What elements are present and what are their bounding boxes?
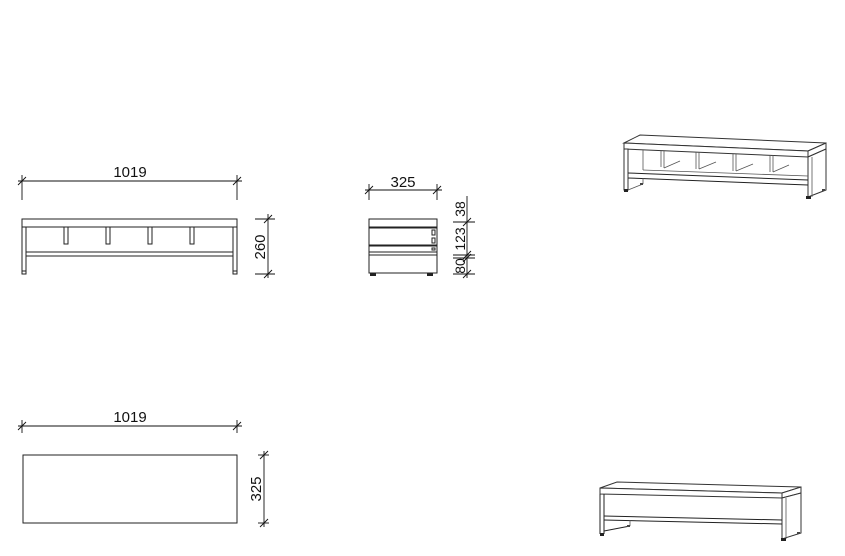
side-height-dimensions: 38 123 80 — [452, 196, 475, 279]
top-depth-label: 325 — [248, 476, 265, 501]
front-perspective-view — [622, 134, 827, 199]
top-width-label: 1019 — [113, 409, 146, 426]
front-view: 1019 260 — [17, 164, 275, 279]
top-depth-dimension: 325 — [248, 450, 269, 528]
side-view: 325 38 123 80 — [364, 174, 475, 279]
top-view: 1019 325 — [17, 409, 269, 528]
side-middle-label: 123 — [452, 227, 468, 251]
side-depth-dimension: 325 — [364, 174, 442, 200]
front-height-label: 260 — [252, 234, 269, 259]
back-perspective-view — [599, 481, 802, 541]
side-bottom-label: 80 — [452, 258, 468, 274]
side-top-label: 38 — [452, 201, 468, 217]
side-depth-label: 325 — [390, 174, 415, 191]
top-width-dimension: 1019 — [17, 409, 242, 433]
front-width-dimension: 1019 — [17, 164, 242, 200]
front-width-label: 1019 — [113, 164, 146, 181]
front-height-dimension: 260 — [252, 214, 275, 279]
